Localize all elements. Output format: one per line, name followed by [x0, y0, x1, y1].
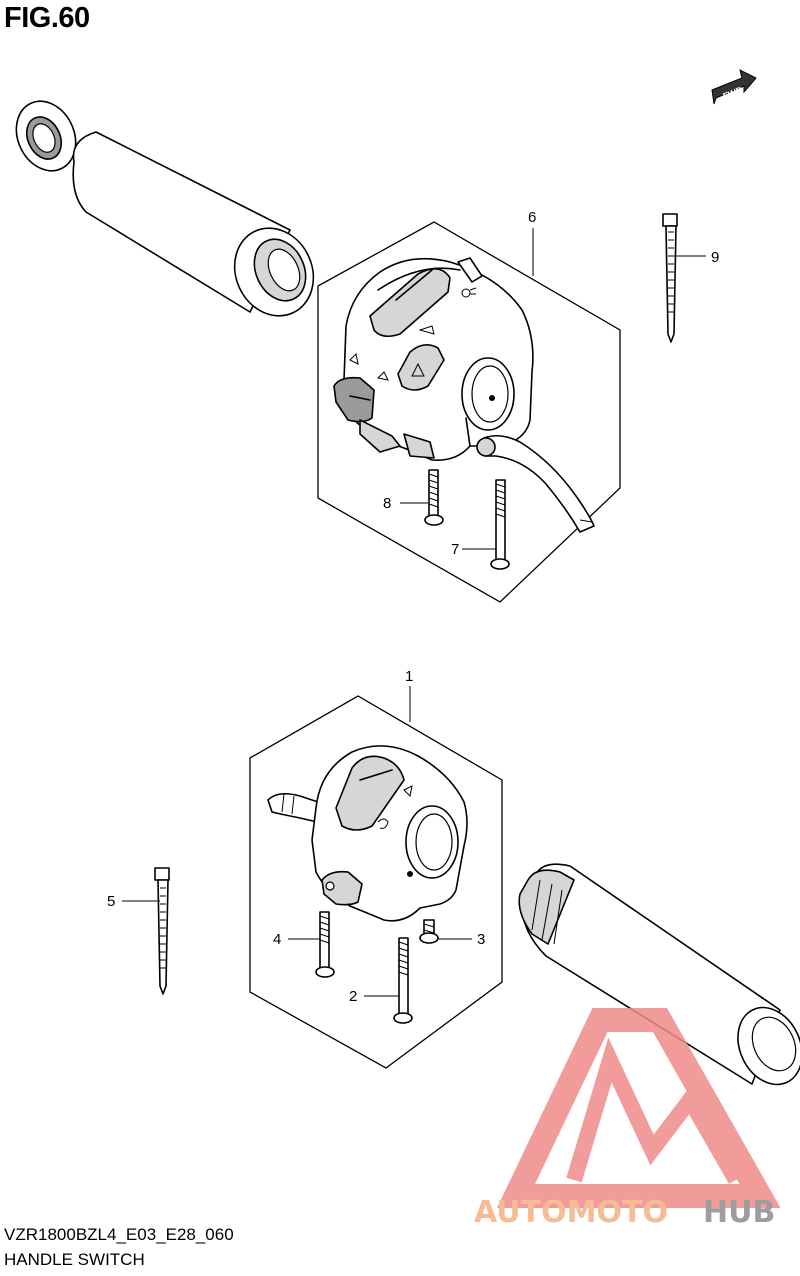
- callout-1: 1: [405, 668, 413, 685]
- starter-icon: [403, 785, 413, 798]
- leader-lines: [122, 228, 706, 997]
- callout-2: 2: [349, 988, 357, 1005]
- upper-switch-assembly-frame: [317, 221, 621, 603]
- callout-4: 4: [273, 931, 281, 948]
- screw-4: [315, 911, 335, 978]
- cable-tie-9: [662, 213, 678, 343]
- upper-handle-switch-housing: [333, 257, 534, 462]
- model-code: VZR1800BZL4_E03_E28_060: [4, 1225, 234, 1244]
- forward-arrow-icon: FWD: [711, 69, 757, 105]
- wiper-icon: [418, 325, 435, 335]
- cable-tie-5: [154, 867, 170, 995]
- screw-2: [393, 937, 413, 1024]
- headlight-icon: [461, 287, 477, 298]
- throttle-grip: [518, 863, 800, 1086]
- watermark-text-automoto: AUTOMOTO: [474, 1195, 668, 1230]
- callout-3: 3: [477, 931, 485, 948]
- callout-9: 9: [711, 249, 719, 266]
- engine-stop-icon: [377, 818, 389, 829]
- hazard-icon: [411, 362, 425, 377]
- upper-switch-cable: [483, 434, 595, 533]
- callout-5: 5: [107, 893, 115, 910]
- screw-8: [424, 469, 444, 526]
- diagram-caption: HANDLE SWITCH: [4, 1250, 145, 1269]
- callout-7: 7: [451, 541, 459, 558]
- callout-6: 6: [528, 209, 536, 226]
- left-handlebar-grip: [72, 131, 315, 317]
- lower-switch-assembly-frame: [249, 695, 503, 1069]
- watermark-text-hub: HUB: [703, 1195, 775, 1230]
- automotohub-logo-icon: AUTOMOTO HUB: [474, 1008, 781, 1230]
- left-grip-end-cap: [15, 100, 77, 172]
- lower-handle-switch-housing: [267, 745, 468, 922]
- figure-title: FIG.60: [4, 2, 90, 34]
- callout-8: 8: [383, 495, 391, 512]
- screw-7: [490, 479, 510, 570]
- hazard-switch: [397, 344, 445, 391]
- screw-3: [419, 919, 439, 944]
- turn-signal-icon: [349, 352, 389, 381]
